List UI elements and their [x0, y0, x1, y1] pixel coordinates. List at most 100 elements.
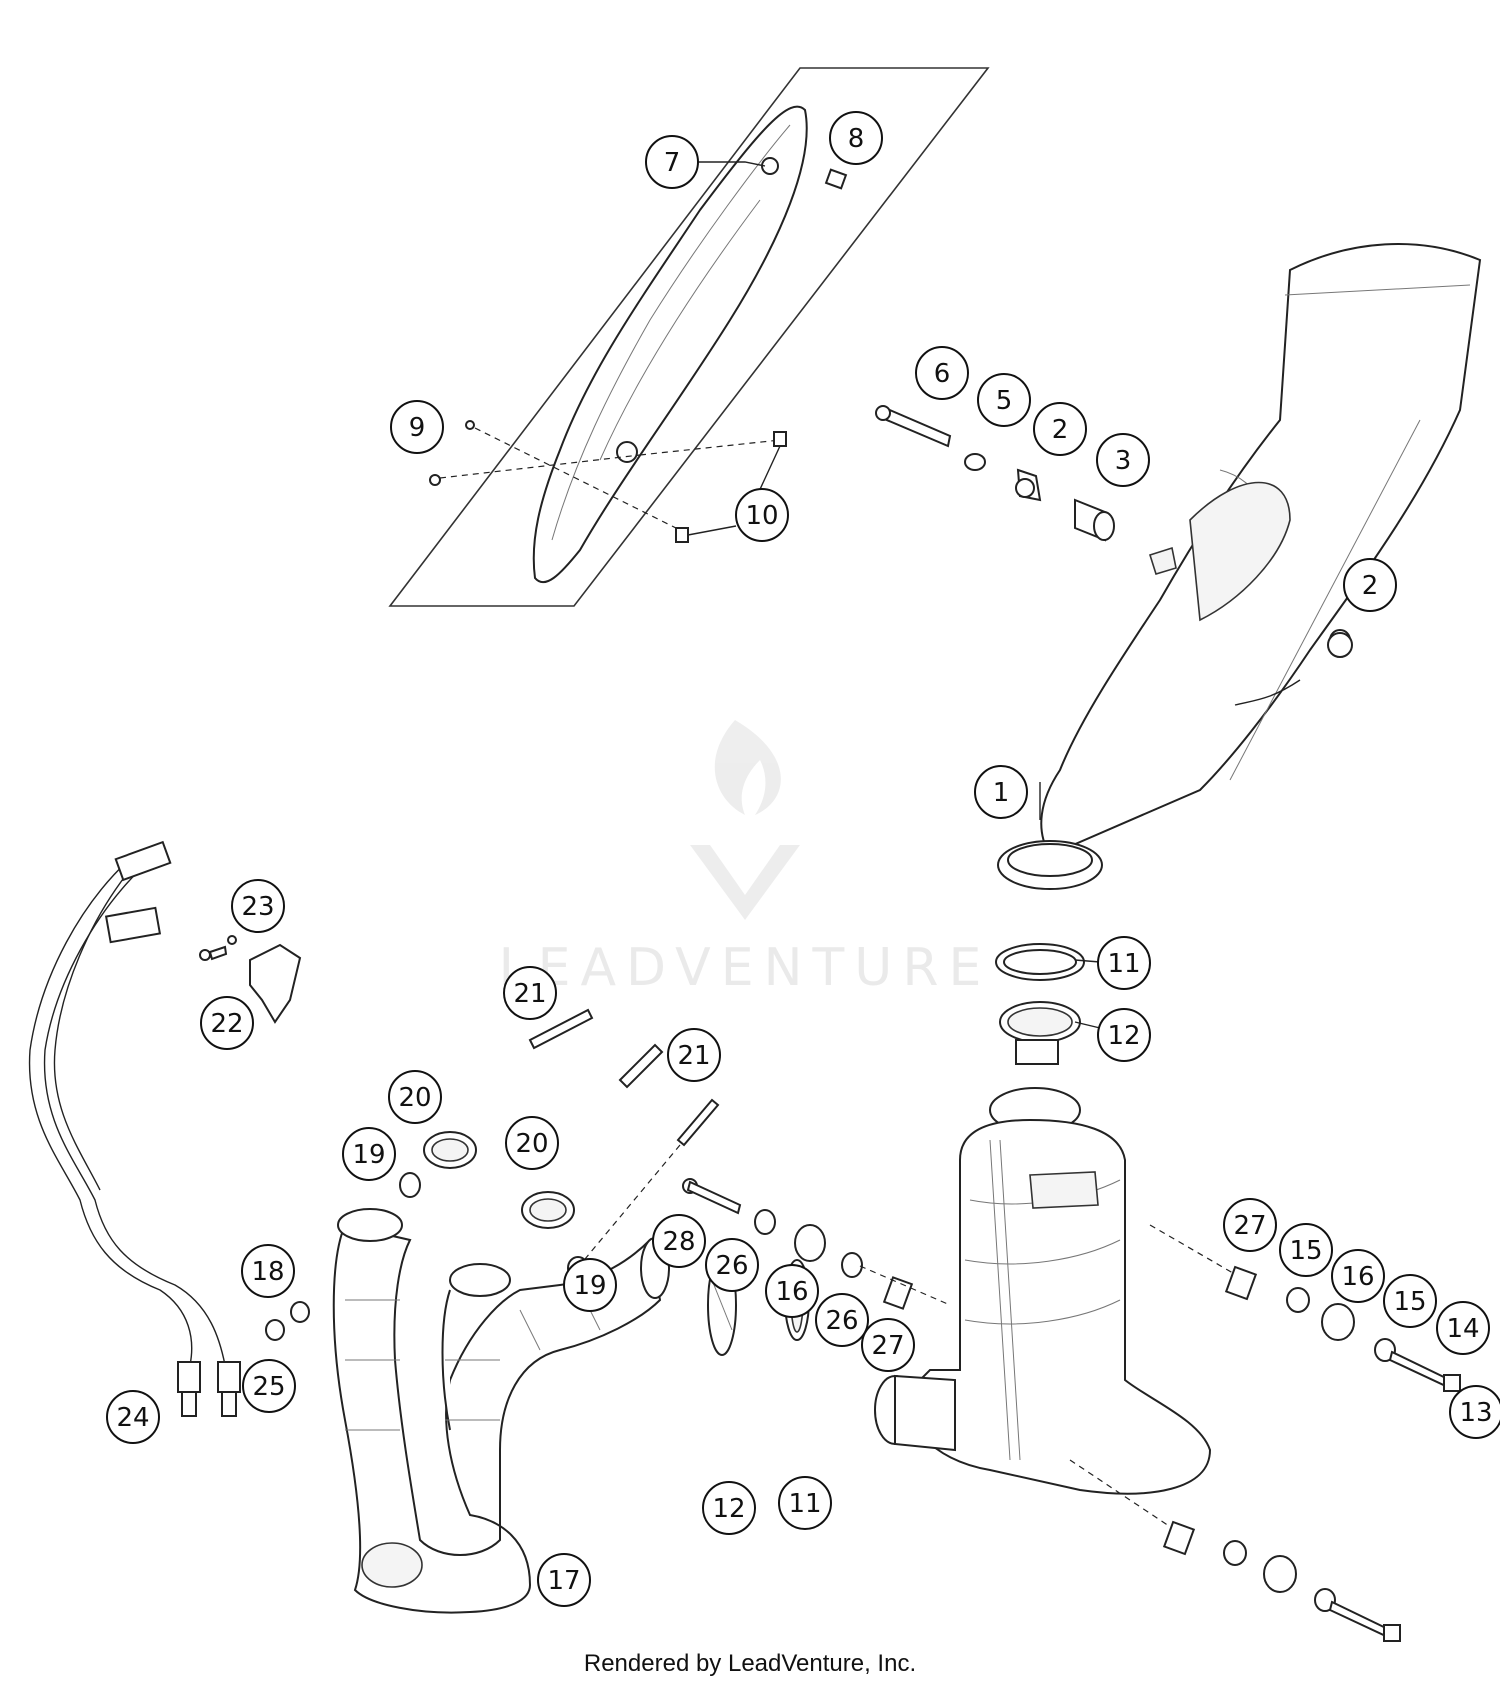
leader-lines: [695, 161, 1301, 1029]
callout-number: 17: [547, 1566, 580, 1596]
callout-number: 7: [664, 148, 681, 178]
heat-shield-inset: [388, 67, 990, 607]
callout-number: 10: [745, 501, 778, 531]
callout-number: 19: [352, 1140, 385, 1170]
callout-27: 27: [861, 1318, 915, 1372]
callout-circle: [241, 1244, 295, 1298]
callout-circle: [1383, 1274, 1437, 1328]
callout-circle: [977, 373, 1031, 427]
callout-number: 16: [1341, 1262, 1374, 1292]
callout-18: 18: [241, 1244, 295, 1298]
callout-number: 26: [715, 1251, 748, 1281]
callout-number: 16: [775, 1277, 808, 1307]
callout-number: 6: [934, 359, 951, 389]
callout-number: 5: [996, 386, 1013, 416]
callout-number: 24: [116, 1403, 149, 1433]
callout-circle: [861, 1318, 915, 1372]
callout-circle: [106, 1390, 160, 1444]
silencer-mount-hardware: [875, 405, 1353, 658]
callout-circle: [815, 1293, 869, 1347]
callout-16: 16: [1331, 1249, 1385, 1303]
callout-number: 3: [1115, 446, 1132, 476]
callout-circle: [1097, 936, 1151, 990]
callout-number: 12: [1107, 1021, 1140, 1051]
callout-circle: [645, 135, 699, 189]
callout-13: 13: [1449, 1385, 1500, 1439]
callout-3: 3: [1096, 433, 1150, 487]
leadventure-watermark: LEADVENTURE: [499, 720, 992, 998]
callout-16: 16: [765, 1264, 819, 1318]
callout-7: 7: [645, 135, 699, 189]
callout-5: 5: [977, 373, 1031, 427]
callout-21: 21: [503, 966, 557, 1020]
callout-circle: [388, 1070, 442, 1124]
silencer: [997, 243, 1482, 890]
callout-number: 19: [573, 1271, 606, 1301]
box-mount-hardware-left: [682, 1178, 951, 1310]
callout-circle: [390, 400, 444, 454]
callout-number: 2: [1052, 415, 1069, 445]
callout-15: 15: [1279, 1223, 1333, 1277]
callout-circle: [705, 1238, 759, 1292]
callout-number: 9: [409, 413, 426, 443]
callout-circle: [231, 879, 285, 933]
callout-2: 2: [1033, 402, 1087, 456]
callout-12: 12: [702, 1481, 756, 1535]
callout-circle: [505, 1116, 559, 1170]
callout-circle: [765, 1264, 819, 1318]
callout-circle: [1436, 1301, 1490, 1355]
callout-number: 21: [513, 979, 546, 1009]
callout-21: 21: [667, 1028, 721, 1082]
callout-24: 24: [106, 1390, 160, 1444]
callout-number: 22: [210, 1009, 243, 1039]
callout-11: 11: [1097, 936, 1151, 990]
callout-circle: [652, 1214, 706, 1268]
callout-circle: [242, 1359, 296, 1413]
catalyst-box: [874, 1087, 1212, 1495]
callout-17: 17: [537, 1553, 591, 1607]
callout-number: 28: [662, 1227, 695, 1257]
callout-number: 25: [252, 1372, 285, 1402]
callout-circle: [537, 1553, 591, 1607]
callout-circle: [1223, 1198, 1277, 1252]
callout-6: 6: [915, 346, 969, 400]
callout-number: 26: [825, 1306, 858, 1336]
callout-27: 27: [1223, 1198, 1277, 1252]
callout-number: 27: [1233, 1211, 1266, 1241]
watermark-text: LEADVENTURE: [499, 938, 992, 998]
sensor-bracket: [199, 935, 302, 1024]
callout-number: 18: [251, 1257, 284, 1287]
callout-circle: [735, 488, 789, 542]
upper-seal-and-clamp: [995, 943, 1085, 1065]
studs-gaskets-nuts: [265, 1008, 720, 1341]
footer-caption: Rendered by LeadVenture, Inc.: [583, 1650, 917, 1677]
callout-number: 20: [515, 1129, 548, 1159]
callout-circle: [503, 966, 557, 1020]
callout-26: 26: [705, 1238, 759, 1292]
callout-circle: [342, 1127, 396, 1181]
callout-26: 26: [815, 1293, 869, 1347]
callout-number: 12: [712, 1494, 745, 1524]
callout-circle: [563, 1258, 617, 1312]
callout-number: 23: [241, 892, 274, 922]
callout-number: 20: [398, 1083, 431, 1113]
header-pipes: [332, 1208, 670, 1614]
callout-20: 20: [505, 1116, 559, 1170]
callout-25: 25: [242, 1359, 296, 1413]
callout-number: 15: [1393, 1287, 1426, 1317]
callout-number: 14: [1446, 1314, 1479, 1344]
callout-number: 11: [1107, 949, 1140, 979]
callout-number: 13: [1459, 1398, 1492, 1428]
callout-circle: [667, 1028, 721, 1082]
callout-circle: [1096, 433, 1150, 487]
callout-28: 28: [652, 1214, 706, 1268]
callout-circle: [778, 1476, 832, 1530]
callout-2: 2: [1343, 558, 1397, 612]
callout-1: 1: [974, 765, 1028, 819]
callout-number: 1: [993, 778, 1010, 808]
callout-23: 23: [231, 879, 285, 933]
callout-22: 22: [200, 996, 254, 1050]
callout-circle: [915, 346, 969, 400]
callout-number: 2: [1362, 571, 1379, 601]
callout-number: 27: [871, 1331, 904, 1361]
